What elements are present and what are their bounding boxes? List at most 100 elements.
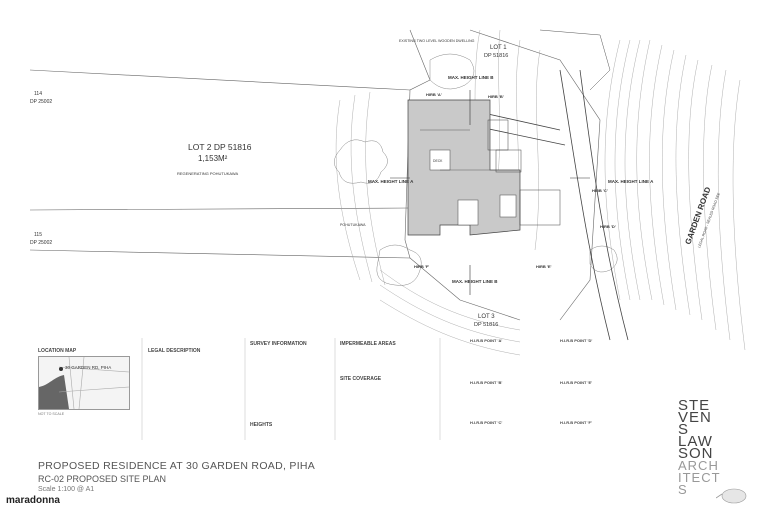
hirb-c-label: HIRB 'C' — [592, 188, 608, 193]
boundary-line-south — [29, 249, 411, 259]
boundary-lot3 — [409, 257, 521, 321]
max-height-b-label: MAX. HEIGHT LINE B — [448, 75, 494, 80]
kiwi-body — [721, 488, 747, 504]
hirb-table-a: H.I.R.B POINT 'A' — [470, 338, 503, 343]
impermeable-areas-heading: IMPERMEABLE AREAS — [340, 341, 396, 347]
boundary-west-house — [404, 29, 431, 259]
drawing-title: PROPOSED RESIDENCE AT 30 GARDEN ROAD, PI… — [38, 460, 316, 472]
map-roads — [58, 357, 129, 409]
contour-line — [534, 49, 541, 251]
neighbour-dwelling — [539, 29, 611, 91]
heights-heading: HEIGHTS — [250, 422, 273, 428]
max-height-a-right-label: MAX. HEIGHT LINE A — [608, 179, 654, 184]
existing-dwelling-outline — [539, 29, 611, 91]
contour-line — [675, 54, 691, 316]
hirb-table-b: H.I.R.B POINT 'B' — [470, 380, 503, 385]
lot-boundaries — [29, 29, 601, 321]
lot114-label: 114 — [34, 91, 42, 97]
logo-line: ARCH — [678, 458, 719, 473]
contour-line — [614, 39, 631, 301]
site-coverage-heading: SITE COVERAGE — [340, 376, 382, 382]
hirb-d-label: HIRB 'D' — [600, 224, 616, 229]
location-pin-label: 30 GARDEN RD, PIHA — [65, 365, 112, 370]
logo-line: STE — [678, 397, 711, 414]
lot1-label: LOT 1 — [490, 45, 507, 51]
proposed-residence — [407, 99, 521, 236]
pohutukawa-label: POHUTUKAWA — [340, 223, 366, 227]
location-map-heading: LOCATION MAP — [38, 348, 77, 354]
contour-line — [379, 284, 521, 343]
contours — [335, 29, 746, 356]
bathroom-room — [499, 194, 517, 218]
hirb-e-label: HIRB 'E' — [536, 264, 552, 269]
not-to-scale-label: NOT TO SCALE — [38, 412, 65, 416]
hirb-b-label: HIRB 'B' — [488, 94, 504, 99]
hirb-f-label: HIRB 'F' — [414, 264, 429, 269]
map-pin-icon — [59, 367, 63, 371]
boundary-line-north — [29, 69, 411, 91]
contour-line — [379, 269, 521, 331]
boundary-east — [469, 29, 601, 321]
logo-line: SON — [678, 445, 714, 462]
watermark-brand: maradonna — [6, 495, 60, 506]
lot1-dp: DP 51816 — [484, 53, 508, 59]
drawing-subtitle: RC-02 PROPOSED SITE PLAN — [38, 474, 167, 484]
hirb-table-e: H.I.R.B POINT 'E' — [560, 380, 593, 385]
contour-line — [350, 94, 373, 283]
location-map-drawing — [39, 357, 129, 409]
logo-line: S — [678, 421, 690, 438]
contour-line — [717, 69, 731, 341]
tree-canopy — [589, 245, 618, 273]
hirb-a-label: HIRB 'A' — [426, 92, 442, 97]
boundary-line-mid — [29, 207, 411, 211]
lot3-dp: DP 51816 — [474, 322, 498, 328]
lot3-label: LOT 3 — [478, 314, 495, 320]
existing-dwelling-label: EXISTING TWO LEVEL WOODEN DWELLING — [399, 39, 475, 43]
living-area — [457, 199, 479, 226]
road-edge — [579, 69, 629, 341]
contour-line — [649, 44, 665, 306]
tree-canopies — [334, 53, 618, 286]
logo-line: LAW — [678, 433, 713, 450]
logo-line: VEN — [678, 409, 712, 426]
contour-line — [703, 64, 717, 331]
lot2-title: LOT 2 DP 51816 — [188, 142, 252, 152]
hirb-table-f: H.I.R.B POINT 'F' — [560, 420, 592, 425]
bedroom-room — [519, 189, 561, 226]
contour-line — [636, 39, 653, 301]
contour-line — [688, 59, 703, 321]
drawing-scale: Scale 1:100 @ A1 — [38, 486, 95, 493]
tree-canopy — [376, 244, 422, 286]
logo-line: ITECT — [678, 470, 721, 485]
garage-car — [487, 119, 509, 151]
kiwi-bird-icon — [716, 488, 747, 504]
lot2-note: REGENERATING POHUTUKAWA — [177, 171, 239, 176]
contour-line — [365, 91, 386, 286]
lot2-area: 1,153M² — [198, 154, 228, 163]
max-height-b-bottom-label: MAX. HEIGHT LINE B — [452, 279, 498, 284]
road-edge — [559, 69, 611, 341]
tree-canopy — [334, 139, 388, 184]
contour-line — [604, 39, 621, 301]
lot114-dp: DP 25002 — [30, 99, 52, 105]
contour-line — [335, 99, 361, 281]
deck-label: DECK — [433, 159, 443, 163]
architect-logo: STE VEN S LAW SON ARCH ITECT S — [678, 397, 758, 497]
contour-line — [379, 299, 521, 356]
height-markers — [390, 90, 590, 295]
lot115-label: 115 — [34, 232, 42, 238]
lot115-dp: DP 25002 — [30, 240, 52, 246]
tree-canopy — [429, 53, 475, 90]
contour-line — [662, 49, 677, 311]
hirb-table-c: H.I.R.B POINT 'C' — [470, 420, 503, 425]
logo-line: S — [678, 482, 688, 497]
kitchen-room — [495, 149, 522, 173]
building-footprint — [407, 99, 561, 236]
contour-line — [624, 39, 641, 301]
kiwi-beak — [716, 493, 723, 499]
map-coastline — [39, 375, 69, 409]
footer-bar — [0, 494, 768, 512]
location-map: 30 GARDEN RD, PIHA — [38, 356, 130, 410]
